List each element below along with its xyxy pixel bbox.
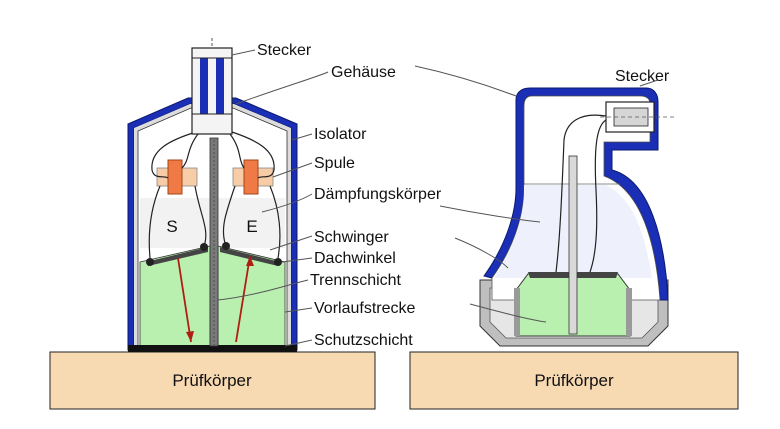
right-probe: Prüfkörper — [409, 65, 739, 410]
right-center-pole — [568, 155, 578, 335]
left-damping-body-left — [140, 198, 210, 248]
sender-label: S — [166, 217, 177, 236]
sound-beam-sender — [177, 257, 192, 343]
right-label-stecker: Stecker — [615, 68, 670, 85]
label-gehaeuse: Gehäuse — [331, 64, 396, 81]
label-vorlaufstrecke: Vorlaufstrecke — [314, 300, 415, 317]
label-spule: Spule — [314, 155, 355, 172]
receiver-label: E — [246, 217, 257, 236]
label-trennschicht: Trennschicht — [310, 272, 402, 289]
left-probe: Prüfkörper — [49, 38, 442, 410]
left-test-specimen-label: Prüfkörper — [172, 371, 252, 390]
sound-beam-receiver — [235, 255, 251, 343]
label-dachwinkel: Dachwinkel — [314, 250, 396, 267]
left-transducer-sender — [146, 247, 208, 266]
left-coil-receiver — [232, 159, 274, 195]
label-stecker: Stecker — [257, 42, 312, 59]
label-isolator: Isolator — [314, 126, 367, 143]
left-protective-layer — [128, 345, 297, 352]
label-daempfungskoerper: Dämpfungskörper — [314, 186, 442, 203]
left-test-specimen — [49, 351, 376, 410]
label-schwinger: Schwinger — [314, 229, 389, 246]
right-connector — [600, 101, 676, 133]
label-schutzschicht: Schutzschicht — [314, 332, 413, 349]
right-test-specimen — [409, 351, 739, 410]
left-damping-body-right — [218, 198, 285, 248]
left-coil-sender — [156, 159, 198, 195]
right-test-specimen-label: Prüfkörper — [534, 371, 614, 390]
left-connector — [191, 47, 233, 135]
